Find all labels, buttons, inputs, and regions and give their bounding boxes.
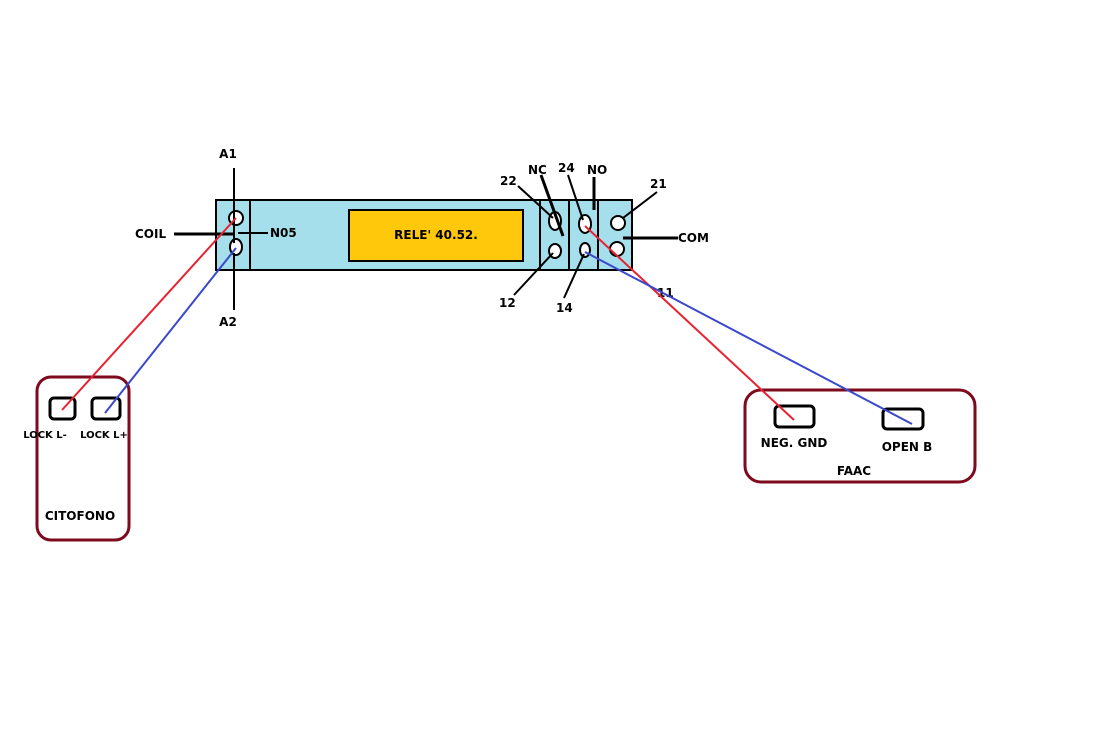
terminal-lock-plus: [90, 396, 122, 421]
leader-24: [567, 174, 584, 221]
label-22: 22: [500, 174, 517, 188]
leader-lines: [174, 168, 678, 310]
leader-22: [517, 185, 554, 219]
citofono-box: LOCK L- LOCK L+ CITOFONO: [23, 375, 131, 542]
label-14: 14: [556, 301, 573, 315]
label-coil: COIL: [135, 227, 166, 241]
relay-model-label: RELE' 40.52.: [394, 228, 478, 242]
terminal-21: [610, 215, 626, 231]
nc-switch-mark: [539, 174, 565, 237]
faac-box: NEG. GND OPEN B FAAC: [743, 388, 977, 484]
label-24: 24: [558, 161, 575, 175]
leader-21: [622, 191, 658, 219]
relay-display: [348, 209, 524, 262]
label-open-b: OPEN B: [882, 440, 933, 454]
label-21: 21: [650, 177, 667, 191]
wires: [61, 217, 913, 425]
terminal-11: [609, 241, 625, 257]
citofono-title: CITOFONO: [45, 509, 115, 523]
label-a1: A1: [219, 147, 237, 161]
wire-blue-14-open-b: [584, 251, 913, 425]
label-nc: NC: [528, 163, 547, 177]
label-lock-plus: LOCK L+: [80, 430, 128, 441]
faac-title: FAAC: [837, 464, 871, 478]
label-no: NO: [587, 163, 607, 177]
label-lock-minus: LOCK L-: [23, 430, 67, 441]
label-neg-gnd: NEG. GND: [761, 436, 828, 450]
faac-border: [743, 388, 977, 484]
leader-12: [513, 252, 554, 296]
citofono-border: [35, 375, 131, 542]
wire-blue-a2-lock-plus: [104, 247, 237, 414]
label-12: 12: [499, 296, 516, 310]
leader-14: [563, 253, 585, 299]
wire-red-24-neg-gnd: [584, 225, 795, 421]
label-no5: N05: [270, 226, 297, 240]
label-a2: A2: [219, 315, 237, 329]
wire-red-a1-lock-minus: [61, 217, 237, 411]
label-com: COM: [678, 231, 709, 245]
relay: RELE' 40.52.: [215, 174, 633, 271]
terminal-labels: A1 A2 COIL N05 NC NO 22 24 21 12 14 11 C…: [135, 147, 709, 329]
